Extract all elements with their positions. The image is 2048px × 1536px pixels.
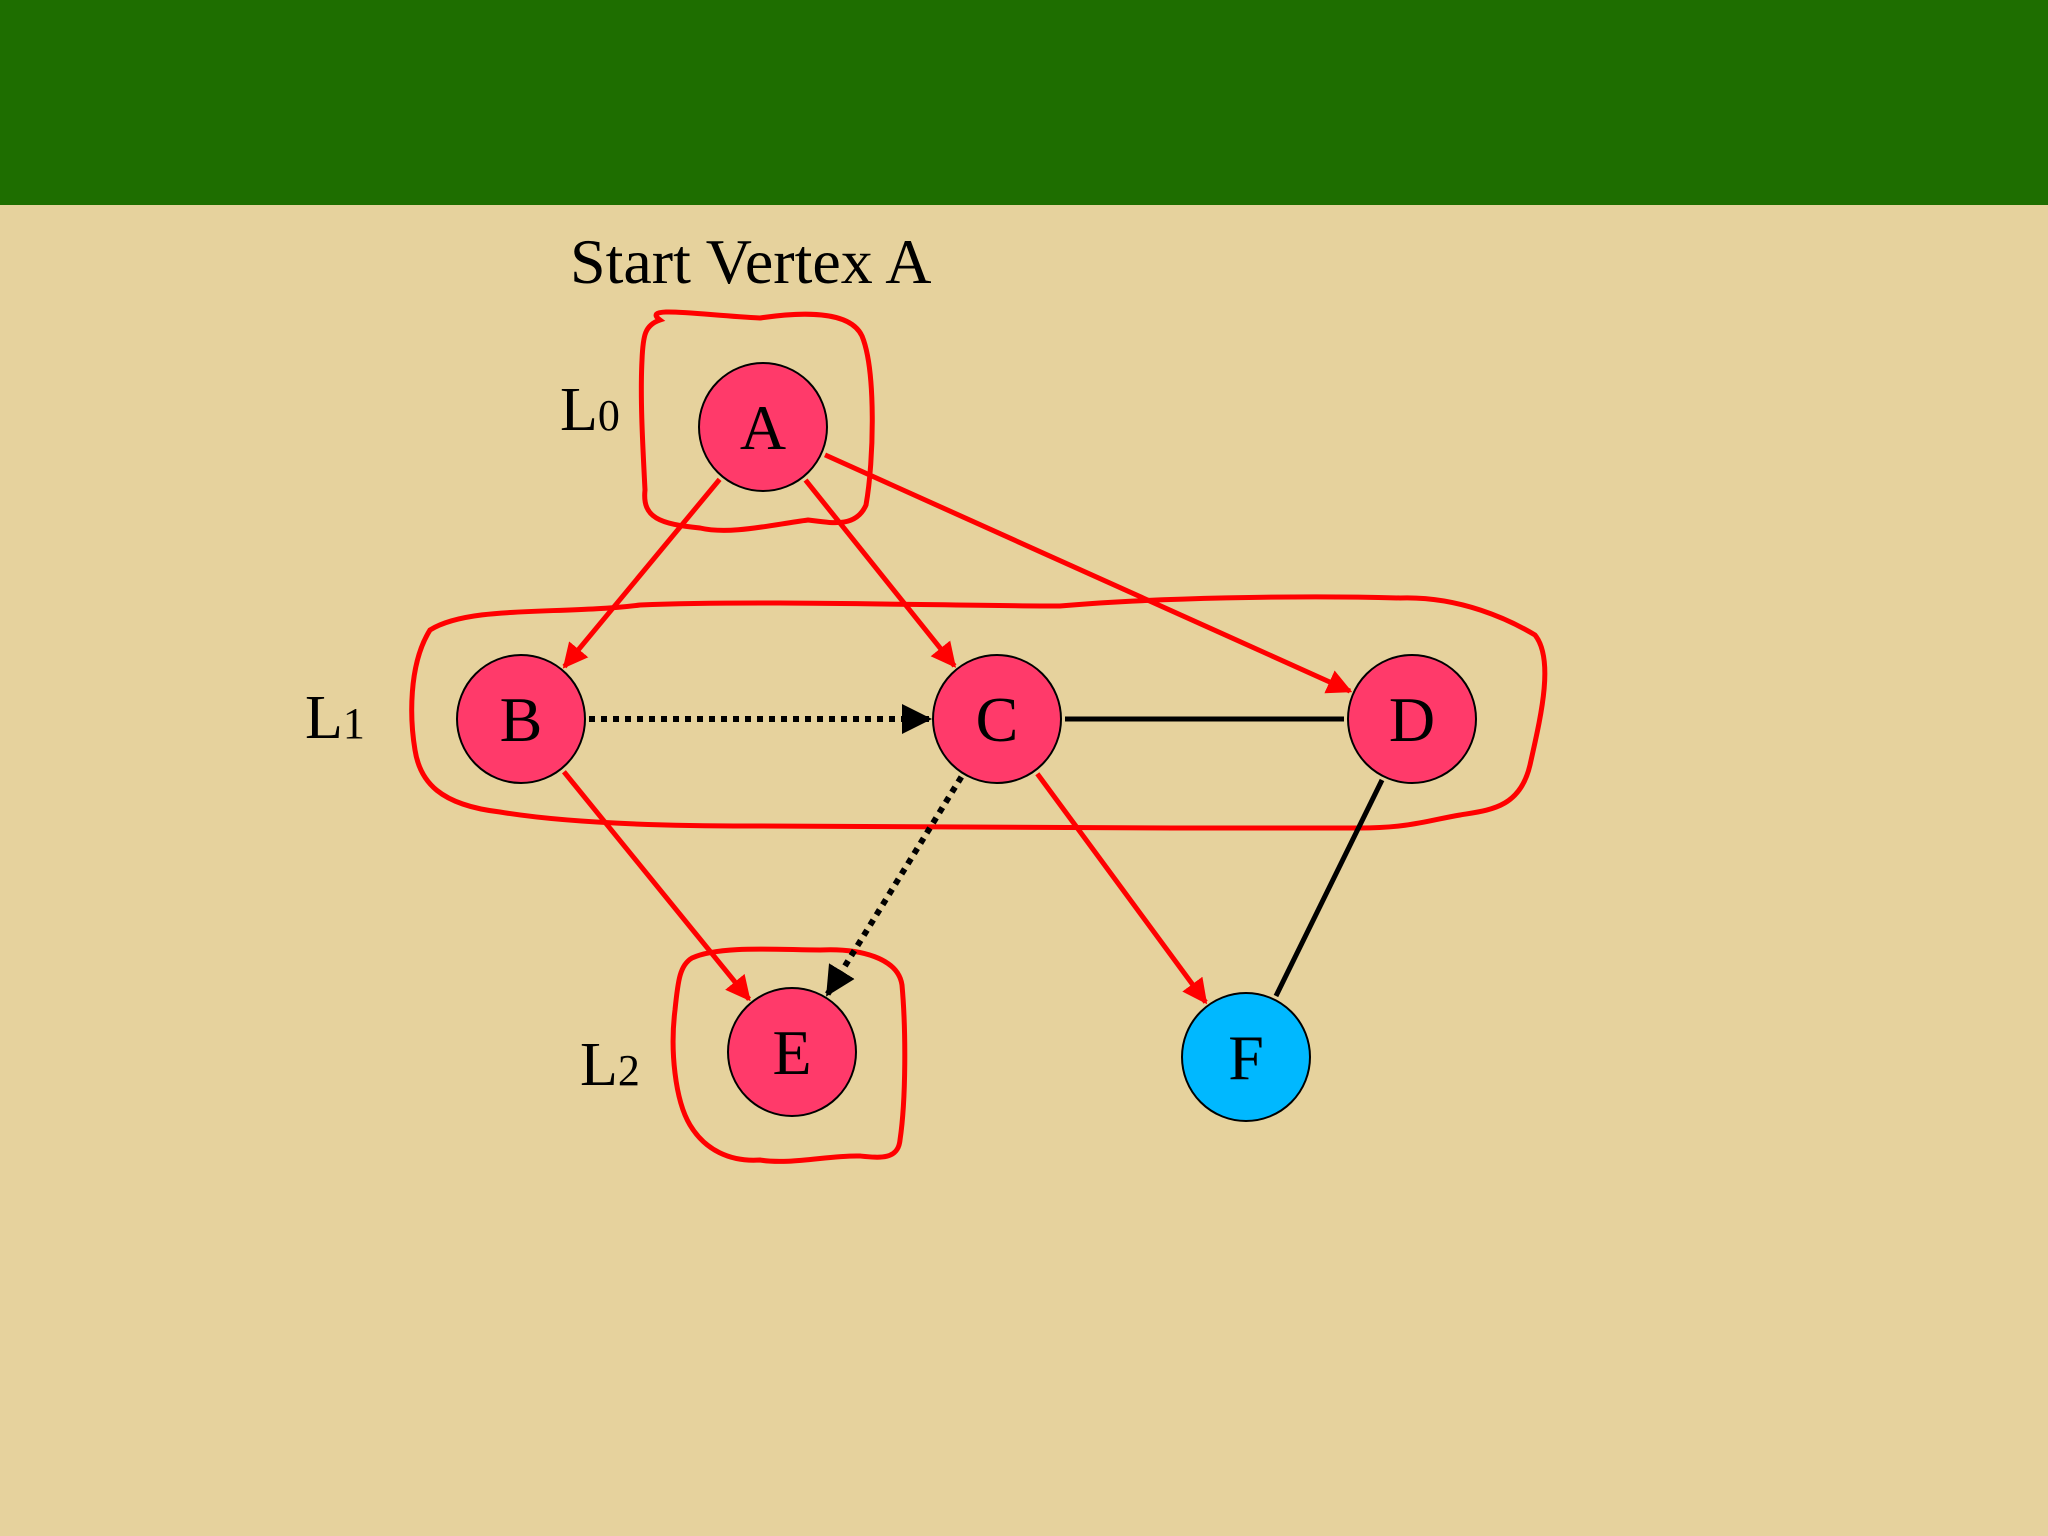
node-circle-D: [1347, 654, 1477, 784]
node-circle-F: [1181, 992, 1311, 1122]
node-circle-B: [456, 654, 586, 784]
start-vertex-caption: Start Vertex A: [570, 226, 931, 297]
level-sub-1: 1: [343, 699, 365, 748]
node-label-B: B: [500, 684, 543, 755]
nodes-layer: A B C D E F: [456, 362, 1477, 1122]
node-label-D: D: [1389, 684, 1435, 755]
edges-layer: [561, 452, 1385, 1005]
node-circle-E: [727, 987, 857, 1117]
header-bar: [0, 0, 2048, 205]
node-label-C: C: [976, 684, 1019, 755]
level-label-2: L2: [580, 1031, 640, 1099]
node-circle-A: [698, 362, 828, 492]
edge-A-D: [823, 452, 1353, 694]
node-label-A: A: [740, 392, 786, 463]
edge-B-E: [561, 770, 752, 1002]
node-B: B: [456, 654, 586, 784]
level-base-1: L: [305, 684, 343, 752]
level-base-2: L: [580, 1031, 618, 1099]
edge-A-B: [562, 477, 722, 669]
edge-C-E: [825, 775, 964, 997]
edge-D-F: [1273, 778, 1385, 998]
level-sub-0: 0: [598, 391, 620, 440]
level-label-0: L0: [560, 376, 620, 444]
node-E: E: [727, 987, 857, 1117]
level-2-outline: [670, 946, 908, 1164]
node-A: A: [698, 362, 828, 492]
edge-C-F: [1035, 772, 1208, 1005]
level-sub-2: 2: [618, 1046, 640, 1095]
level-label-1: L1: [305, 684, 365, 752]
node-circle-C: [932, 654, 1062, 784]
edge-A-C: [803, 478, 957, 668]
node-C: C: [932, 654, 1062, 784]
node-F: F: [1181, 992, 1311, 1122]
node-label-F: F: [1228, 1022, 1264, 1093]
level-base-0: L: [560, 376, 598, 444]
level-1-outline: [409, 594, 1548, 831]
node-label-E: E: [772, 1017, 811, 1088]
node-D: D: [1347, 654, 1477, 784]
level-0-outline: [638, 309, 875, 533]
